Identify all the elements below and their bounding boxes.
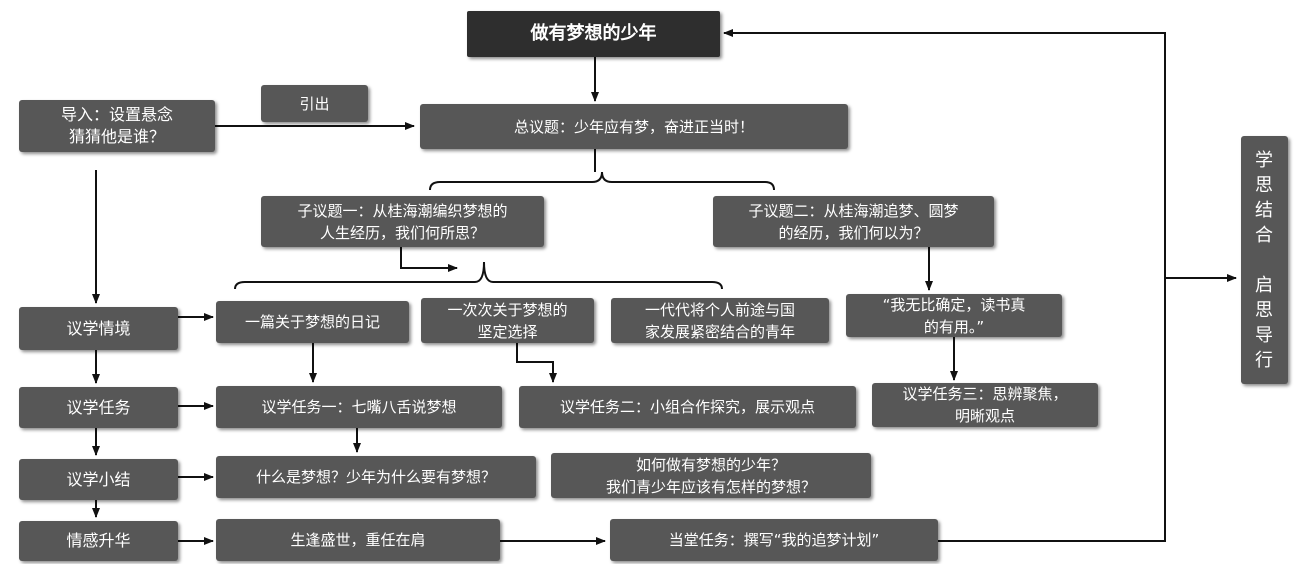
scenario-1-box: 一篇关于梦想的日记 <box>216 301 409 343</box>
scenario-2-box: 一次次关于梦想的 坚定选择 <box>421 298 594 343</box>
stage-task-box: 议学任务 <box>19 387 178 428</box>
task-2-box: 议学任务二：小组合作探究，展示观点 <box>519 386 856 428</box>
stage-summary-box: 议学小结 <box>19 459 178 500</box>
main-topic-box: 总议题：少年应有梦，奋进正当时！ <box>420 104 848 149</box>
diagram-title: 做有梦想的少年 <box>467 11 720 57</box>
task-1-box: 议学任务一：七嘴八舌说梦想 <box>216 386 502 428</box>
sub-topic-1-box: 子议题一：从桂海潮编织梦想的 人生经历，我们何所思？ <box>261 196 544 247</box>
sublimation-1-box: 生逢盛世，重任在肩 <box>216 519 500 561</box>
stage-scenario-box: 议学情境 <box>19 307 178 350</box>
quote-box: “我无比确定，读书真 的有用。” <box>846 294 1062 337</box>
lead-out-label: 引出 <box>261 85 368 122</box>
classroom-task-box: 当堂任务：撰写“我的追梦计划” <box>610 519 938 561</box>
task-3-box: 议学任务三：思辨聚焦， 明晰观点 <box>872 383 1098 427</box>
summary-1-box: 什么是梦想？少年为什么要有梦想？ <box>216 456 536 498</box>
summary-2-box: 如何做有梦想的少年？ 我们青少年应该有怎样的梦想？ <box>551 453 871 498</box>
arrow-scenario2-to-task2 <box>516 343 557 383</box>
stage-sublimation-box: 情感升华 <box>19 521 178 561</box>
scenario-3-box: 一代代将个人前途与国 家发展紧密结合的青年 <box>611 298 829 343</box>
sub-topic-2-box: 子议题二：从桂海潮追梦、圆梦 的经历，我们何以为？ <box>713 196 994 247</box>
side-label-box: 学 思 结 合 启 思 导 行 <box>1241 136 1288 384</box>
intro-box: 导入：设置悬念 猜猜他是谁？ <box>19 100 215 152</box>
brace-scenarios <box>234 261 723 290</box>
brace-top <box>429 171 775 191</box>
arrow-sub1-to-brace <box>400 247 458 272</box>
